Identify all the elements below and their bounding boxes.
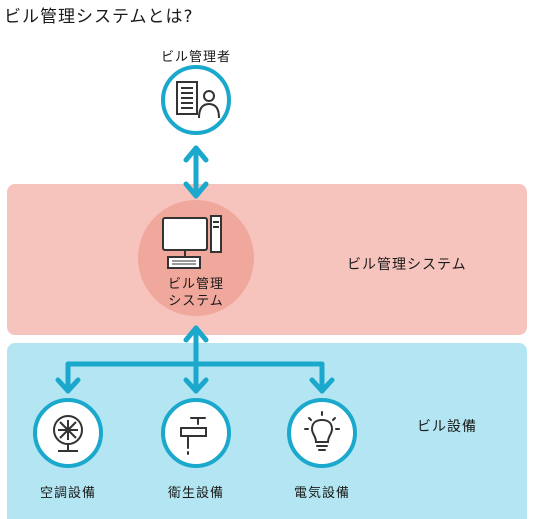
electrical-label: 電気設備 bbox=[293, 486, 350, 501]
air-conditioning-label: 空調設備 bbox=[39, 486, 96, 501]
faucet-icon bbox=[180, 417, 207, 455]
system-circle-label: ビル管理 システム bbox=[136, 276, 256, 310]
system-panel-label: ビル管理システム bbox=[347, 257, 467, 273]
light-bulb-icon bbox=[304, 411, 340, 451]
equipment-panel-label: ビル設備 bbox=[417, 419, 477, 435]
manager-system-connector bbox=[183, 145, 209, 199]
electrical-circle bbox=[287, 398, 357, 468]
system-panel bbox=[7, 184, 527, 335]
system-circle-line2: システム bbox=[168, 294, 224, 309]
computer-icon bbox=[162, 215, 222, 269]
manager-label: ビル管理者 bbox=[160, 50, 231, 65]
sanitation-label: 衛生設備 bbox=[167, 486, 224, 501]
page-title: ビル管理システムとは? bbox=[4, 7, 194, 27]
system-circle-line1: ビル管理 bbox=[167, 277, 224, 292]
sanitation-circle bbox=[161, 398, 231, 468]
system-equipment-connector bbox=[55, 325, 335, 394]
building-manager-icon bbox=[176, 81, 220, 119]
fan-icon bbox=[53, 415, 83, 452]
